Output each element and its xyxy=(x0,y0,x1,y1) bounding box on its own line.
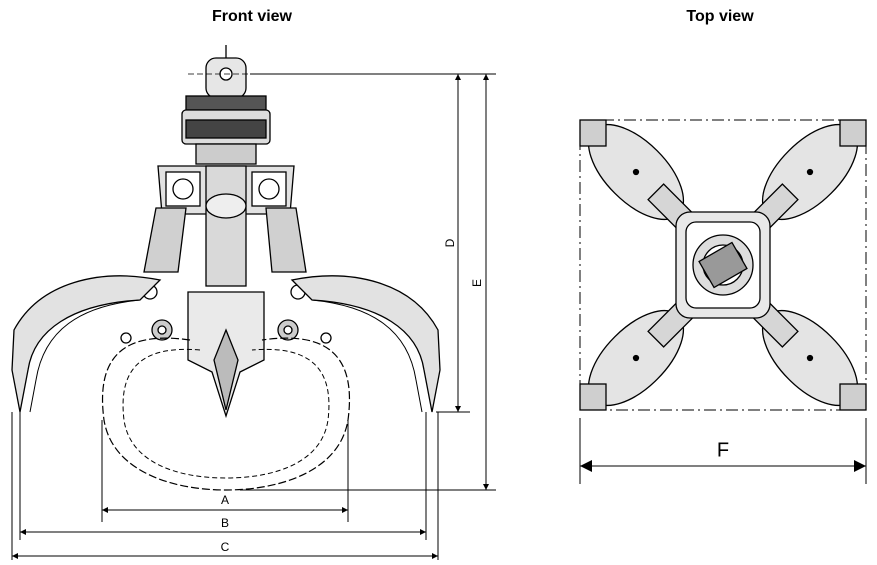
dimension-label-f: F xyxy=(716,439,730,462)
dimension-label-c: C xyxy=(220,540,230,554)
dimension-label-e: E xyxy=(470,278,484,288)
front-view-title: Front view xyxy=(211,8,293,25)
front-view-dimensions xyxy=(11,73,496,560)
dimension-label-a: A xyxy=(220,493,230,507)
dimension-label-d: D xyxy=(443,238,457,248)
front-view-grapple-drawing xyxy=(11,45,441,491)
top-view-grapple-drawing xyxy=(579,119,867,411)
top-view-dimensions xyxy=(579,418,867,484)
dimension-label-b: B xyxy=(220,516,230,530)
top-view-title: Top view xyxy=(686,8,754,25)
